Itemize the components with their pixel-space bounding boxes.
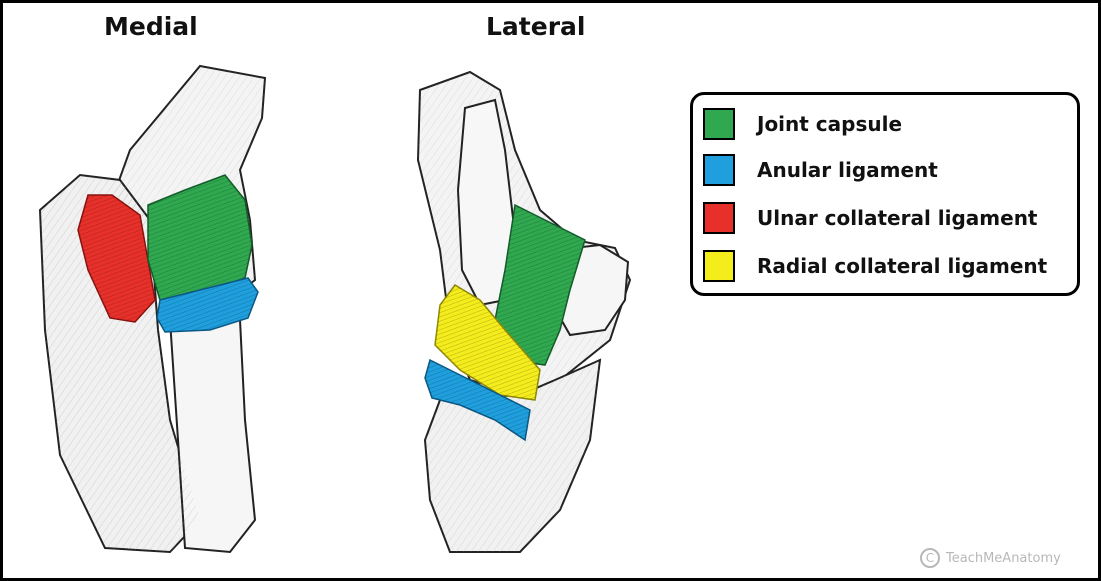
legend-label: Joint capsule (757, 112, 902, 136)
watermark: C TeachMeAnatomy (920, 548, 1061, 568)
legend-label: Ulnar collateral ligament (757, 206, 1038, 230)
legend-swatch-green (703, 108, 735, 140)
legend-item-ulnar-collateral-ligament: Ulnar collateral ligament (703, 201, 1038, 235)
legend-item-anular-ligament: Anular ligament (703, 153, 938, 187)
legend-label: Anular ligament (757, 158, 938, 182)
copyright-icon: C (920, 548, 940, 568)
legend-swatch-red (703, 202, 735, 234)
medial-elbow (40, 66, 265, 552)
legend-swatch-yellow (703, 250, 735, 282)
legend-item-joint-capsule: Joint capsule (703, 107, 902, 141)
legend-box: Joint capsule Anular ligament Ulnar coll… (690, 92, 1080, 296)
legend-item-radial-collateral-ligament: Radial collateral ligament (703, 249, 1047, 283)
lateral-elbow (418, 72, 630, 552)
legend-label: Radial collateral ligament (757, 254, 1047, 278)
watermark-text: TeachMeAnatomy (946, 551, 1061, 566)
legend-swatch-blue (703, 154, 735, 186)
